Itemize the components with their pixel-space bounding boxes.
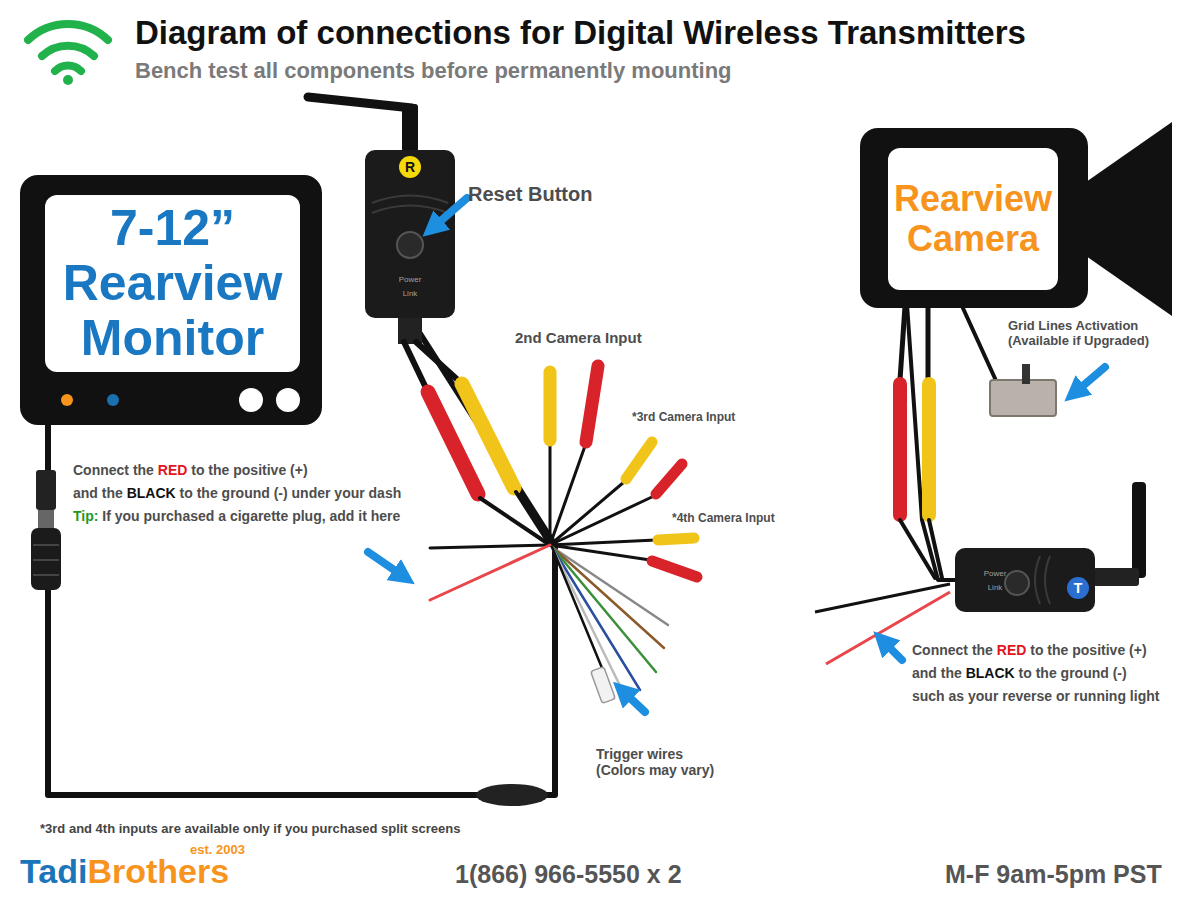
annotation: Brothers [87, 852, 229, 891]
led-label: Link [973, 584, 1017, 592]
cable-connector [906, 290, 955, 580]
wifi-icon [28, 24, 108, 85]
annotation: If you purchased a cigarette plug, add i… [102, 508, 400, 524]
annotation: BLACK [127, 485, 176, 501]
transmitter-box: T PowerLink [955, 548, 1095, 612]
annotation: Reset Button [468, 183, 592, 206]
power-plug [31, 470, 61, 590]
annotation: Bench test all components before permane… [135, 58, 732, 83]
annotation: Connect the [912, 642, 993, 658]
annotation-line: Connect theREDto the positive (+) [73, 462, 308, 478]
annotation: to the positive (+) [191, 462, 307, 478]
annotation-line: Connect theREDto the positive (+) [912, 642, 1147, 658]
annotation: RED [997, 642, 1027, 658]
annotation-line: Tip:If you purchased a cigarette plug, a… [73, 508, 400, 524]
monitor-screen: 7-12” Rearview Monitor [45, 195, 300, 372]
unit-badge: R [399, 156, 421, 178]
annotation: BLACK [966, 665, 1015, 681]
camera-screen: Rearview Camera [888, 148, 1058, 290]
annotation: Tadi [20, 852, 87, 891]
annotation: est. 2003 [190, 843, 245, 858]
annotation-line: TadiBrothers [20, 852, 229, 891]
annotation: 1(866) 966-5550 x 2 [455, 860, 682, 889]
annotation: 2nd Camera Input [515, 329, 642, 346]
annotation: *3rd Camera Input [632, 411, 735, 425]
led-label: Link [365, 290, 455, 298]
annotation: M-F 9am-5pm PST [945, 860, 1162, 889]
transmitter-unit [815, 482, 1146, 664]
annotation: and the [73, 485, 123, 501]
cable-lump [476, 784, 548, 806]
annotation: to the ground (-) [1019, 665, 1127, 681]
camera-label: Rearview Camera [893, 179, 1053, 260]
annotation: RED [158, 462, 188, 478]
annotation: Grid Lines Activation (Available if Upgr… [1008, 319, 1188, 349]
page-title: Diagram of connections for Digital Wirel… [135, 14, 1026, 52]
annotation: Connect the [73, 462, 154, 478]
annotation: Tip: [73, 508, 98, 524]
led-label: Power [973, 570, 1017, 578]
monitor-label: 7-12” Rearview Monitor [53, 201, 293, 366]
receiver-box: R PowerLink [365, 150, 455, 318]
annotation: *4th Camera Input [672, 512, 775, 526]
annotation: *3rd and 4th inputs are available only i… [40, 822, 460, 837]
monitor-housing [20, 175, 322, 425]
annotation: such as your reverse or running light [912, 688, 1159, 704]
annotation: to the positive (+) [1030, 642, 1146, 658]
annotation-line: and theBLACKto the ground (-) [912, 665, 1127, 681]
receiver-unit [308, 97, 455, 344]
annotation: Trigger wires (Colors may vary) [596, 746, 731, 778]
camera-housing [860, 122, 1172, 316]
annotation-line: and theBLACKto the ground (-) under your… [73, 485, 401, 501]
unit-badge: T [1067, 577, 1089, 599]
receiver-harness [404, 342, 697, 703]
annotation: and the [912, 665, 962, 681]
led-label: Power [365, 276, 455, 284]
annotation: to the ground (-) under your dash [180, 485, 402, 501]
